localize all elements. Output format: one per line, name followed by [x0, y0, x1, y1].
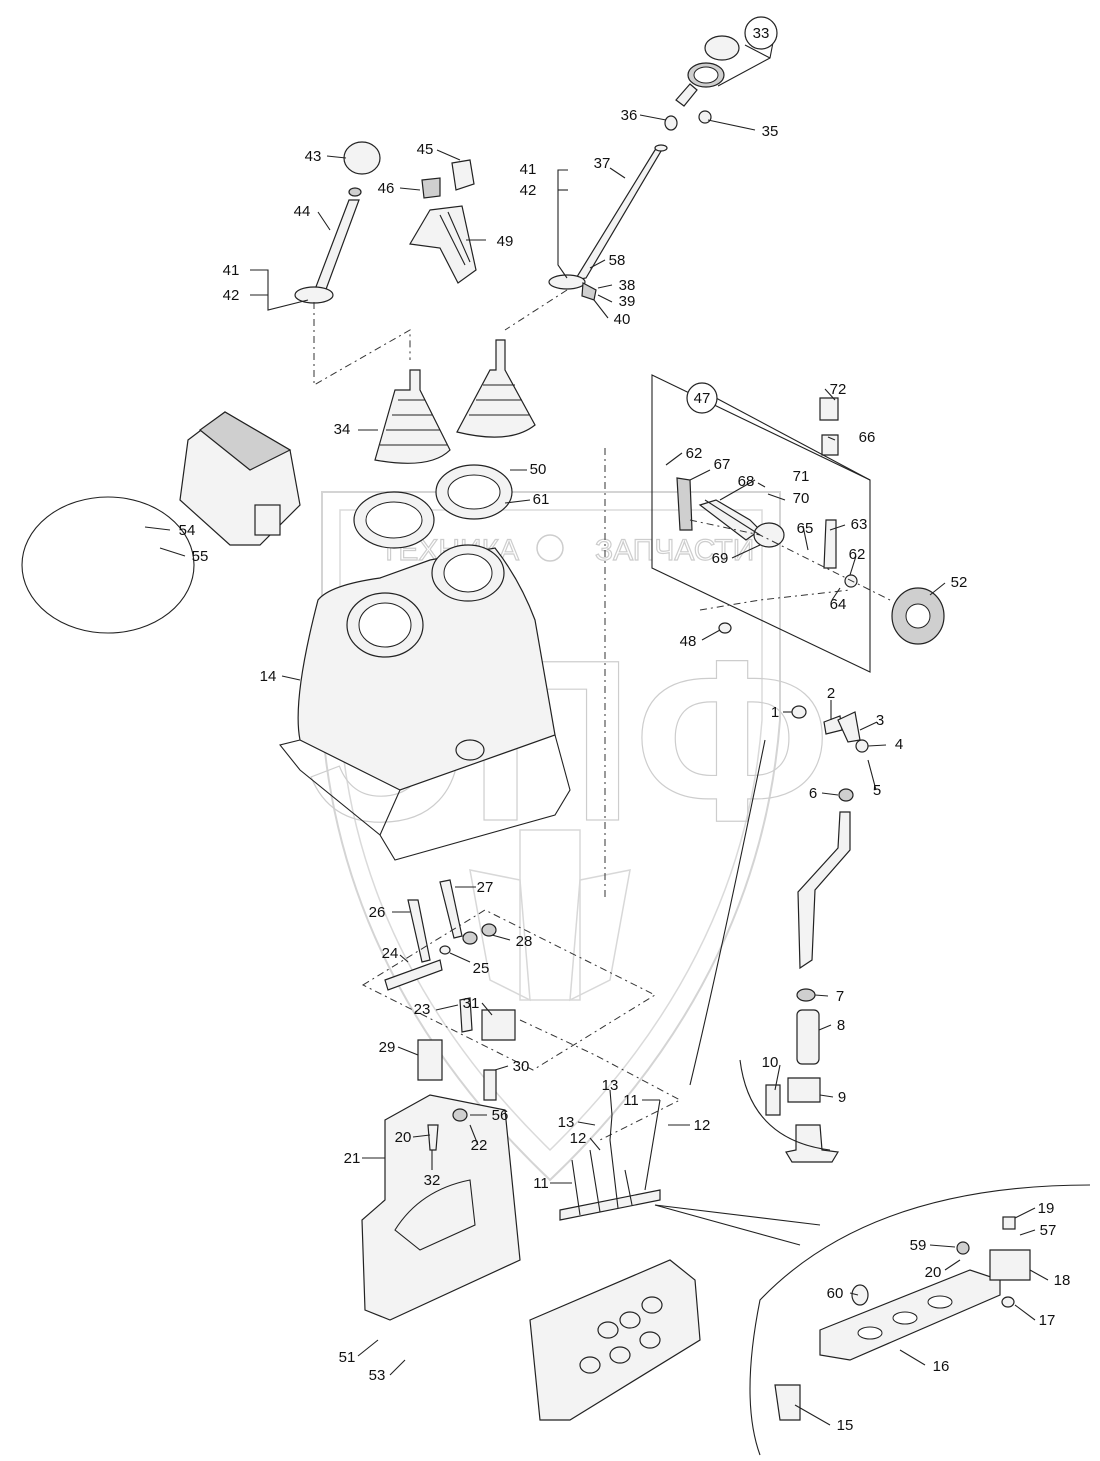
callout-27: 27: [477, 879, 494, 896]
callout-64: 64: [830, 596, 847, 613]
bellows-34: [374, 339, 536, 464]
callout-69: 69: [712, 550, 729, 567]
cab-inset: [21, 411, 301, 634]
assembly-lines: [313, 289, 1091, 1456]
callout-8: 8: [837, 1017, 845, 1034]
callout-9: 9: [838, 1089, 846, 1106]
callout-65: 65: [797, 520, 814, 537]
callout-53: 53: [369, 1367, 386, 1384]
callout-30: 30: [513, 1058, 530, 1075]
callout-12-right: 12: [694, 1117, 711, 1134]
callout-28: 28: [516, 933, 533, 950]
callout-14: 14: [260, 668, 277, 685]
callout-41-top: 41: [520, 161, 537, 178]
callout-59: 59: [910, 1237, 927, 1254]
callout-42-top: 42: [520, 182, 537, 199]
callout-32: 32: [424, 1172, 441, 1189]
callout-circle-33: [744, 16, 778, 50]
callout-52: 52: [951, 574, 968, 591]
callout-19: 19: [1038, 1200, 1055, 1217]
callout-4: 4: [895, 736, 903, 753]
callout-51: 51: [339, 1349, 356, 1366]
callout-67: 67: [714, 456, 731, 473]
callout-10: 10: [762, 1054, 779, 1071]
callout-2: 2: [827, 685, 835, 702]
callout-43: 43: [305, 148, 322, 165]
callout-11-top: 11: [623, 1092, 639, 1109]
callout-20-left: 20: [395, 1129, 412, 1146]
callout-62-right: 62: [849, 546, 866, 563]
callout-46: 46: [378, 180, 395, 197]
callout-72: 72: [830, 381, 847, 398]
levers-24-28: [384, 879, 497, 991]
callout-41-left: 41: [223, 262, 240, 279]
callout-60: 60: [827, 1285, 844, 1302]
callout-18: 18: [1054, 1272, 1071, 1289]
knob-33: [664, 35, 740, 131]
callout-40: 40: [614, 311, 631, 328]
callout-12-mid: 12: [570, 1130, 587, 1147]
gear-icon: [536, 534, 564, 562]
callout-56: 56: [492, 1107, 509, 1124]
callout-36: 36: [621, 107, 638, 124]
callout-50: 50: [530, 461, 547, 478]
leader-lines: [144, 31, 1049, 1426]
callout-70: 70: [793, 490, 810, 507]
callout-54: 54: [179, 522, 196, 539]
callout-31: 31: [463, 995, 480, 1012]
callout-66: 66: [859, 429, 876, 446]
lever-37: [548, 144, 668, 301]
callout-58: 58: [609, 252, 626, 269]
callout-6: 6: [809, 785, 817, 802]
callout-26: 26: [369, 904, 386, 921]
callout-15: 15: [837, 1417, 854, 1434]
console-cover-14: [279, 544, 571, 861]
callout-39: 39: [619, 293, 636, 310]
callout-20-right: 20: [925, 1264, 942, 1281]
callout-22: 22: [471, 1137, 488, 1154]
callout-34: 34: [334, 421, 351, 438]
callout-45: 45: [417, 141, 434, 158]
callout-37: 37: [594, 155, 611, 172]
callout-55: 55: [192, 548, 209, 565]
rings-61: [353, 464, 513, 549]
callout-13-mid: 13: [558, 1114, 575, 1131]
callout-3: 3: [876, 712, 884, 729]
callout-57: 57: [1040, 1222, 1057, 1239]
parts-45-46-49: [409, 159, 477, 284]
callout-71: 71: [793, 468, 810, 485]
callout-5: 5: [873, 782, 881, 799]
callout-23: 23: [414, 1001, 431, 1018]
callout-44: 44: [294, 203, 311, 220]
callout-13-top: 13: [602, 1077, 619, 1094]
callout-33: 33: [753, 25, 770, 42]
callout-1: 1: [771, 704, 779, 721]
bracket-inset: [774, 1216, 1031, 1421]
callout-circle-47: [686, 382, 718, 414]
watermark-top-right: ЗАПЧАСТИ: [595, 534, 754, 567]
callout-42-left: 42: [223, 287, 240, 304]
callout-16: 16: [933, 1358, 950, 1375]
callout-38: 38: [619, 277, 636, 294]
lever-44: [294, 141, 381, 304]
callout-25: 25: [473, 960, 490, 977]
callout-21: 21: [344, 1150, 361, 1167]
callout-labels: 33 36 35 43 45 46 41 42 37 44 49 41 42 5…: [179, 25, 1071, 1434]
callout-61: 61: [533, 491, 550, 508]
callout-11-bottom: 11: [533, 1175, 549, 1192]
callout-49: 49: [497, 233, 514, 250]
callout-35: 35: [762, 123, 779, 140]
callout-17: 17: [1039, 1312, 1056, 1329]
callout-24: 24: [382, 945, 399, 962]
callout-7: 7: [836, 988, 844, 1005]
callout-68: 68: [738, 473, 755, 490]
callout-47: 47: [694, 390, 711, 407]
callout-48: 48: [680, 633, 697, 650]
rod-assembly: [765, 705, 869, 1163]
callout-29: 29: [379, 1039, 396, 1056]
callout-62-top: 62: [686, 445, 703, 462]
callout-63: 63: [851, 516, 868, 533]
valve-assembly: [361, 997, 701, 1421]
